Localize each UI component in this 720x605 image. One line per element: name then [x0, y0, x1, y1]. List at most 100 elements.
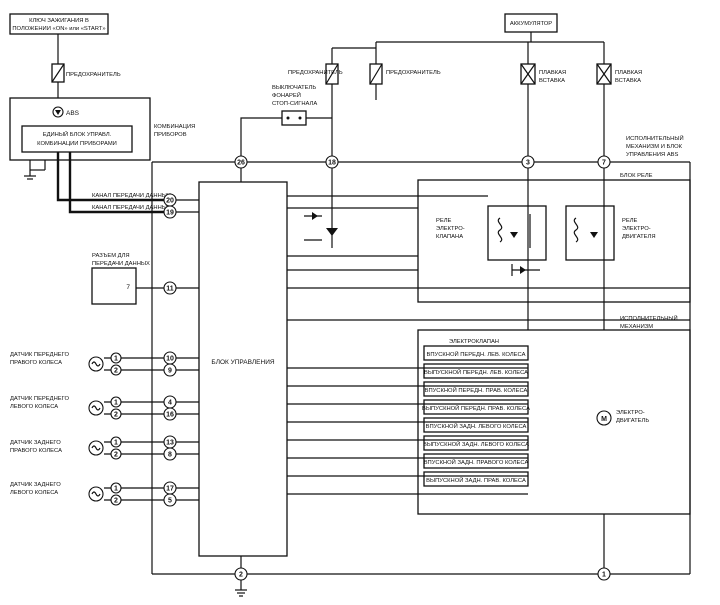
pin-2: 2: [239, 572, 243, 579]
sensor-rl-label1: ДАТЧИК ЗАДНЕГО: [10, 482, 61, 488]
solenoid-relay-label3: КЛАПАНА: [436, 234, 463, 240]
motor-relay-label3: ДВИГАТЕЛЯ: [622, 234, 656, 240]
brake-switch-label2: ФОНАРЕЙ: [272, 91, 301, 99]
control-unit-box: [198, 181, 288, 557]
sensor-front-left: ДАТЧИК ПЕРЕДНЕГО ЛЕВОГО КОЛЕСА: [10, 396, 170, 416]
data-connector: РАЗЪЕМ ДЛЯ ПЕРЕДАЧИ ДАННЫХ 7: [91, 253, 150, 305]
pin-1: 1: [602, 572, 606, 579]
abs-lamp-icon: [55, 110, 61, 115]
brake-switch-label3: СТОП-СИГНАЛА: [272, 101, 317, 107]
instrument-combination-label1: КОМБИНАЦИЯ: [154, 124, 195, 130]
actuator-label2: МЕХАНИЗМ: [620, 324, 653, 330]
pin-16: 16: [166, 412, 174, 419]
brake-switch-label1: ВЫКЛЮЧАТЕЛЬ: [272, 85, 316, 91]
sensor-fr-pin1: 1: [114, 356, 118, 363]
pin-5: 5: [168, 498, 172, 505]
actuator-abs-label1: ИСПОЛНИТЕЛЬНЫЙ: [626, 134, 684, 142]
pin-4: 4: [168, 400, 172, 407]
fusible-link-1-label1: ПЛАВКАЯ: [539, 70, 566, 76]
motor-relay-label1: РЕЛЕ: [622, 218, 638, 224]
fusible-link-1-label2: ВСТАВКА: [539, 78, 565, 84]
connector-pins: 26 18 3 7 20 19 11 10 9 4 16 13 8 17 5 2…: [110, 155, 611, 581]
ignition-switch-block: КЛЮЧ ЗАЖИГАНИЯ В ПОЛОЖЕНИИ «ON» или «STA…: [9, 13, 109, 35]
solenoid-valves-label: ЭЛЕКТРОКЛАПАН: [449, 339, 499, 345]
data-line-1-label: КАНАЛ ПЕРЕДАЧИ ДАННЫХ: [92, 193, 171, 199]
sensor-fr-pin2: 2: [114, 368, 118, 375]
sensor-rr-pin1: 1: [114, 440, 118, 447]
battery: АККУМУЛЯТОР: [504, 13, 558, 33]
valve-3: ВПУСКНОЙ ПЕРЕДН. ПРАВ. КОЛЕСА: [425, 386, 528, 394]
sensor-rear-left: ДАТЧИК ЗАДНЕГО ЛЕВОГО КОЛЕСА: [10, 482, 170, 502]
solenoid-relay-label2: ЭЛЕКТРО-: [436, 226, 465, 232]
sensor-rr-pin2: 2: [114, 452, 118, 459]
sensor-fr-label1: ДАТЧИК ПЕРЕДНЕГО: [10, 352, 69, 358]
sensor-fl-label2: ЛЕВОГО КОЛЕСА: [10, 404, 58, 410]
actuator-abs-label2: МЕХАНИЗМ И БЛОК: [626, 144, 683, 150]
fusible-link-2-label2: ВСТАВКА: [615, 78, 641, 84]
fuse-left-label: ПРЕДОХРАНИТЕЛЬ: [66, 72, 121, 78]
battery-label: АККУМУЛЯТОР: [510, 21, 552, 27]
pin-26: 26: [237, 160, 245, 167]
instrument-combination-label2: ПРИБОРОВ: [154, 132, 187, 138]
pin-13: 13: [166, 440, 174, 447]
ignition-label-line1: КЛЮЧ ЗАЖИГАНИЯ В: [29, 18, 89, 24]
single-unit-line1: ЕДИНЫЙ БЛОК УПРАВЛ.: [43, 130, 112, 138]
valve-5: ВПУСКНОЙ ЗАДН. ЛЕВОГО КОЛЕСА: [426, 422, 527, 430]
actuator-abs-label3: УПРАВЛЕНИЯ ABS: [626, 152, 679, 158]
data-connector-label2: ПЕРЕДАЧИ ДАННЫХ: [92, 261, 150, 267]
valve-7: ВПУСКНОЙ ЗАДН. ПРАВОГО КОЛЕСА: [424, 458, 529, 466]
fuse-left: [51, 63, 65, 83]
pin-17: 17: [166, 486, 174, 493]
valve-4: ВЫПУСКНОЙ ПЕРЕДН. ПРАВ. КОЛЕСА: [422, 404, 530, 412]
sensor-fl-label1: ДАТЧИК ПЕРЕДНЕГО: [10, 396, 69, 402]
pin-18: 18: [328, 160, 336, 167]
relay-block: [417, 179, 691, 303]
fusible-link-1: [520, 63, 536, 85]
sensor-rl-pin1: 1: [114, 486, 118, 493]
sensor-rr-label1: ДАТЧИК ЗАДНЕГО: [10, 440, 61, 446]
fuse-right: [369, 63, 383, 85]
fusible-link-2-label1: ПЛАВКАЯ: [615, 70, 642, 76]
data-connector-pin: 7: [126, 284, 130, 291]
motor-symbol: M: [601, 416, 607, 423]
fuse-mid: [325, 63, 339, 85]
pin-20: 20: [166, 198, 174, 205]
relay-block-label: БЛОК РЕЛЕ: [620, 173, 653, 179]
valve-8: ВЫПУСКНОЙ ЗАДН. ПРАВ. КОЛЕСА: [426, 476, 526, 484]
fusible-link-2: [596, 63, 612, 85]
pin-10: 10: [166, 356, 174, 363]
single-unit-line2: КОМБИНАЦИИ ПРИБОРАМИ: [37, 141, 117, 147]
motor: M: [596, 410, 612, 426]
valve-2: ВЫПУСКНОЙ ПЕРЕДН. ЛЕВ. КОЛЕСА: [424, 368, 528, 376]
pin-8: 8: [168, 452, 172, 459]
sensor-rl-label2: ЛЕВОГО КОЛЕСА: [10, 490, 58, 496]
sensor-rear-right: ДАТЧИК ЗАДНЕГО ПРАВОГО КОЛЕСА: [10, 440, 170, 456]
sensor-front-right: ДАТЧИК ПЕРЕДНЕГО ПРАВОГО КОЛЕСА: [10, 352, 170, 372]
valve-1: ВПУСКНОЙ ПЕРЕДН. ЛЕВ. КОЛЕСА: [427, 350, 526, 358]
fuse-mid-label: ПРЕДОХРАНИТЕЛЬ: [288, 70, 343, 76]
sensor-fl-pin1: 1: [114, 400, 118, 407]
motor-label1: ЭЛЕКТРО-: [616, 410, 645, 416]
brake-switch: [281, 110, 307, 126]
pin-11: 11: [166, 286, 174, 293]
fuse-right-label: ПРЕДОХРАНИТЕЛЬ: [386, 70, 441, 76]
pin-7: 7: [602, 160, 606, 167]
ignition-label-line2: ПОЛОЖЕНИИ «ON» или «START»: [12, 26, 105, 32]
sensor-rl-pin2: 2: [114, 498, 118, 505]
motor-relay: [565, 205, 615, 261]
abs-indicator-label: ABS: [66, 110, 80, 117]
valve-6: ВЫПУСКНОЙ ЗАДН. ЛЕВОГО КОЛЕСА: [423, 440, 529, 448]
pin-3: 3: [526, 160, 530, 167]
motor-label2: ДВИГАТЕЛЬ: [616, 418, 649, 424]
solenoid-relay-label1: РЕЛЕ: [436, 218, 452, 224]
pin-19: 19: [166, 210, 174, 217]
motor-relay-label2: ЭЛЕКТРО-: [622, 226, 651, 232]
data-connector-label1: РАЗЪЕМ ДЛЯ: [92, 253, 130, 259]
sensor-rr-label2: ПРАВОГО КОЛЕСА: [10, 448, 62, 454]
data-line-2-label: КАНАЛ ПЕРЕДАЧИ ДАННЫХ: [92, 205, 171, 211]
sensor-fl-pin2: 2: [114, 412, 118, 419]
control-unit-label: БЛОК УПРАВЛЕНИЯ: [211, 359, 274, 366]
sensor-fr-label2: ПРАВОГО КОЛЕСА: [10, 360, 62, 366]
actuator-label1: ИСПОЛНИТЕЛЬНЫЙ: [620, 314, 678, 322]
